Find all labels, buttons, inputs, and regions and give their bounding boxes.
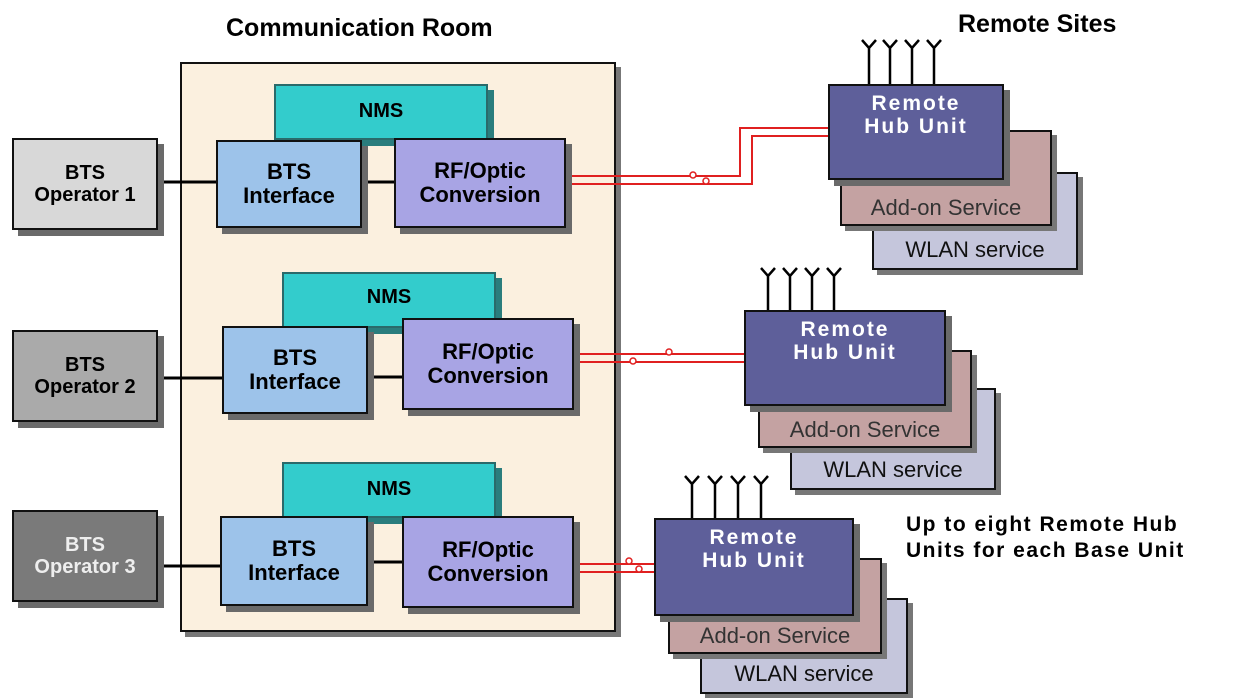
bts-operator-1-line2: Operator 1 xyxy=(34,184,136,206)
remote-hub-2-line1: Remote xyxy=(800,318,890,341)
wlan-service-label-3: WLAN service xyxy=(734,660,874,686)
remote-sites-heading: Remote Sites xyxy=(958,10,1117,38)
nms-label-2: NMS xyxy=(366,286,412,308)
bts-interface-3-line1: BTS xyxy=(272,535,316,561)
rf-optic-3-line2: Conversion xyxy=(427,561,549,586)
rf-optic-2-line1: RF/Optic xyxy=(442,338,534,364)
rf-optic-3-line1: RF/Optic xyxy=(442,536,534,562)
remote-hub-2-line2: Hub Unit xyxy=(793,341,897,365)
wlan-service-label-2: WLAN service xyxy=(823,456,963,482)
remote-hub-3-line2: Hub Unit xyxy=(702,549,806,573)
nms-box-1: NMS xyxy=(274,84,488,140)
bts-interface-2-line1: BTS xyxy=(273,344,317,370)
rf-optic-2-line2: Conversion xyxy=(427,363,549,388)
bts-operator-3-line2: Operator 3 xyxy=(34,556,136,578)
bts-operator-2-line2: Operator 2 xyxy=(34,376,136,398)
addon-service-label-2: Add-on Service xyxy=(789,416,941,442)
remote-hub-1-line2: Hub Unit xyxy=(864,115,968,139)
bts-interface-3-line2: Interface xyxy=(248,560,340,585)
rf-optic-1-line2: Conversion xyxy=(419,182,541,207)
bts-interface-1-line2: Interface xyxy=(243,183,335,208)
bts-interface-2-line2: Interface xyxy=(249,369,341,394)
rf-optic-1-line1: RF/Optic xyxy=(434,157,526,183)
capacity-note: Up to eight Remote Hub Units for each Ba… xyxy=(906,512,1185,565)
antenna-group-2 xyxy=(760,267,842,312)
remote-hub-1-line1: Remote xyxy=(871,92,961,115)
nms-box-3: NMS xyxy=(282,462,496,518)
remote-hub-3-line1: Remote xyxy=(709,526,799,549)
bts-operator-1-line1: BTS xyxy=(65,162,105,184)
fiber-link-1a xyxy=(568,127,828,177)
capacity-note-line1: Up to eight Remote Hub xyxy=(906,513,1179,536)
wlan-service-label-1: WLAN service xyxy=(905,236,1045,262)
fiber-link-1b xyxy=(568,135,828,185)
antenna-group-3 xyxy=(684,475,769,520)
bts-operator-2-line1: BTS xyxy=(65,354,105,376)
communication-room-heading: Communication Room xyxy=(226,14,493,42)
bts-operator-3-line1: BTS xyxy=(65,534,105,556)
bts-interface-1-line1: BTS xyxy=(267,158,311,184)
addon-service-label-3: Add-on Service xyxy=(699,622,851,648)
addon-service-label-1: Add-on Service xyxy=(870,194,1022,220)
capacity-note-line2: Units for each Base Unit xyxy=(906,539,1185,563)
nms-label-1: NMS xyxy=(358,100,404,122)
nms-label-3: NMS xyxy=(366,478,412,500)
antenna-group-1 xyxy=(861,39,942,84)
